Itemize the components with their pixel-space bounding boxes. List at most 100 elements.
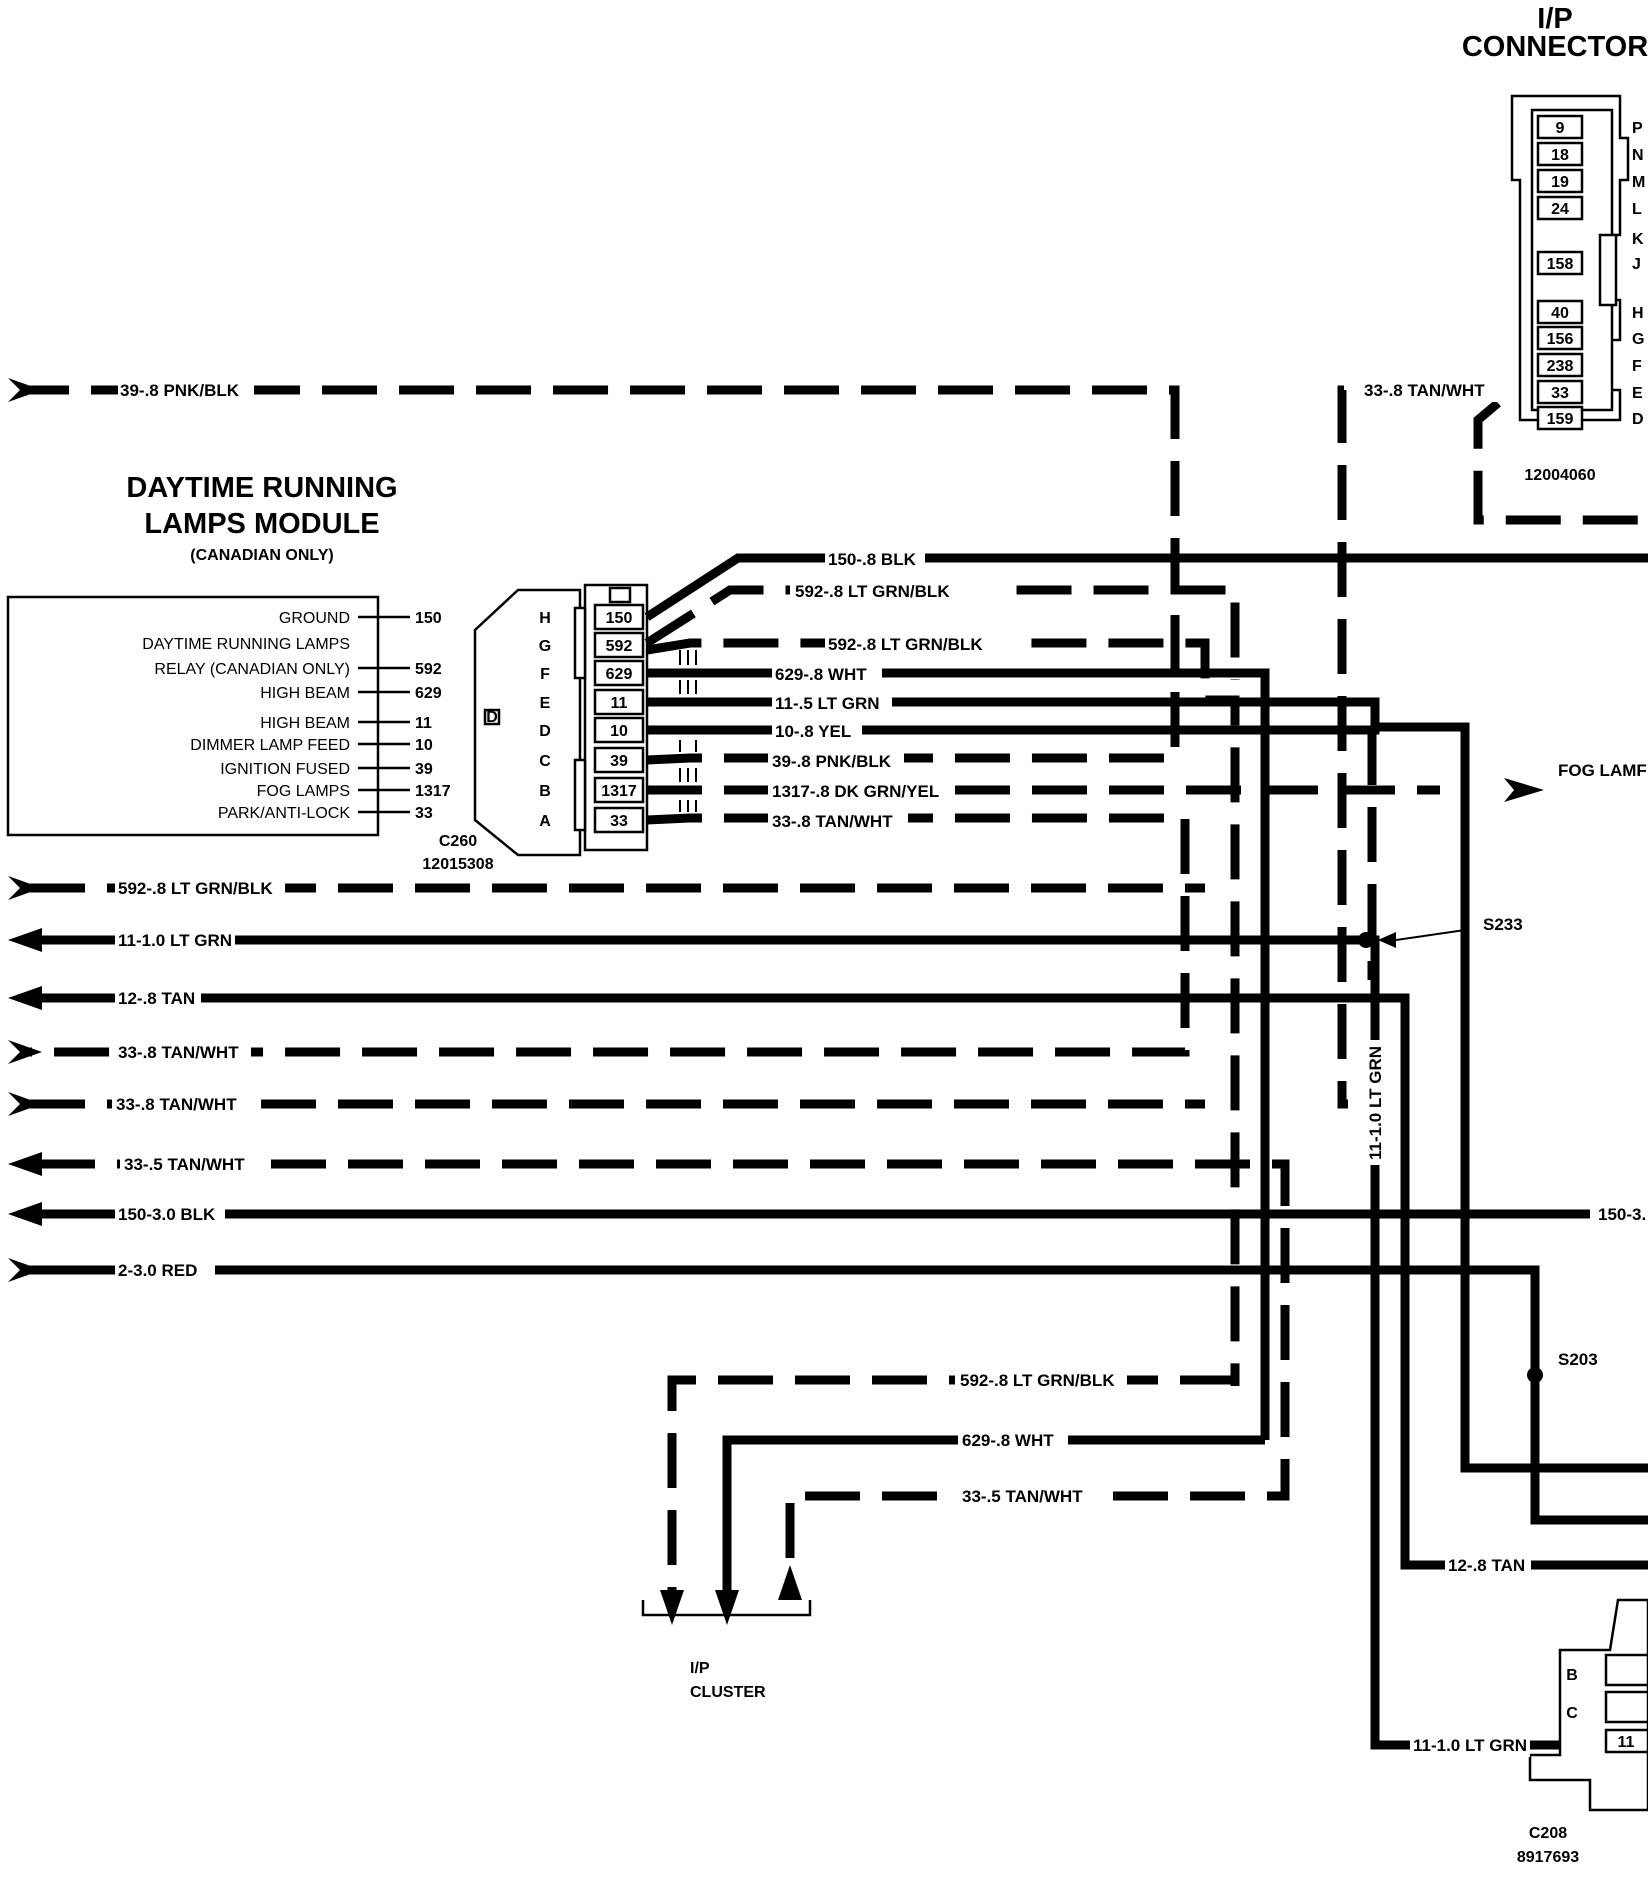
c260-pin-letter: C bbox=[539, 753, 551, 770]
c260-side-mark: D bbox=[486, 709, 498, 726]
label-cluster-629: 629-.8 WHT bbox=[962, 1431, 1054, 1450]
c208-pin-c: C bbox=[1566, 1705, 1578, 1722]
wire-left-2-red bbox=[30, 1265, 1648, 1525]
ip-connector-part-number: 12004060 bbox=[1524, 467, 1595, 484]
label-right-12-tan: 12-.8 TAN bbox=[1448, 1556, 1525, 1575]
ip-cavity-box bbox=[1536, 299, 1584, 325]
arrow-in-33b bbox=[8, 1092, 42, 1116]
label-left-33a: 33-.8 TAN/WHT bbox=[118, 1043, 239, 1062]
module-function-circuit: 10 bbox=[415, 737, 433, 754]
module-function-circuit: 629 bbox=[415, 685, 442, 702]
module-function-text: IGNITION FUSED bbox=[220, 761, 350, 778]
wire-cluster-629 bbox=[722, 1435, 1265, 1600]
label-cluster-33: 33-.5 TAN/WHT bbox=[962, 1487, 1083, 1506]
ip-pin-letter: L bbox=[1632, 201, 1642, 218]
label-left-2-red: 2-3.0 RED bbox=[118, 1261, 197, 1280]
ip-cavity-number: 238 bbox=[1547, 358, 1574, 375]
module-subtitle: (CANADIAN ONLY) bbox=[190, 547, 333, 564]
label-cluster-592: 592-.8 LT GRN/BLK bbox=[960, 1371, 1115, 1390]
label-39-pnk-blk: 39-.8 PNK/BLK bbox=[772, 752, 892, 771]
c260-cavity-number: 33 bbox=[610, 813, 628, 830]
fog-lamp-label: FOG LAMF bbox=[1558, 761, 1647, 780]
label-left-11: 11-1.0 LT GRN bbox=[118, 931, 232, 950]
ip-cavity-number: 9 bbox=[1556, 120, 1565, 137]
module-function-circuit: 150 bbox=[415, 610, 442, 627]
module-function-circuit: 33 bbox=[415, 805, 433, 822]
label-left-33b: 33-.8 TAN/WHT bbox=[116, 1095, 237, 1114]
c260-cavity-box bbox=[593, 631, 645, 659]
s233-leader bbox=[1395, 929, 1466, 941]
module-function-circuit: 39 bbox=[415, 761, 433, 778]
c260-cavity-box bbox=[593, 603, 645, 631]
c208-pin-b: B bbox=[1566, 1667, 1578, 1684]
label-left-33c: 33-.5 TAN/WHT bbox=[124, 1155, 245, 1174]
label-629-wht: 629-.8 WHT bbox=[775, 665, 867, 684]
ip-pin-letter: F bbox=[1632, 358, 1642, 375]
arrow-out-11 bbox=[8, 928, 42, 952]
arrow-out-33c bbox=[8, 1152, 42, 1176]
c208-body bbox=[1528, 1598, 1648, 1812]
ip-pin-letter: H bbox=[1632, 305, 1644, 322]
arrow-out-150 bbox=[8, 1202, 42, 1226]
c260-id: C260 bbox=[439, 833, 477, 850]
module-function-text: FOG LAMPS bbox=[257, 783, 350, 800]
arrow-in-33a bbox=[8, 1040, 42, 1064]
module-function-text: GROUND bbox=[279, 610, 350, 627]
wire-left-11 bbox=[40, 935, 1380, 968]
label-right-150: 150-3. bbox=[1598, 1205, 1646, 1224]
c260-pin-letter: D bbox=[539, 723, 551, 740]
arrow-in-2 bbox=[8, 1258, 42, 1282]
ip-cavity-number: 40 bbox=[1551, 305, 1569, 322]
ip-pin-letter: P bbox=[1632, 120, 1643, 137]
ip-cavity-box bbox=[1536, 250, 1584, 276]
label-592-lower: 592-.8 LT GRN/BLK bbox=[828, 635, 983, 654]
ip-pin-letter: M bbox=[1632, 174, 1645, 191]
arrow-cluster-592 bbox=[660, 1590, 684, 1625]
ip-cavity-box bbox=[1536, 141, 1584, 167]
c260-pin-letter: F bbox=[540, 666, 550, 683]
module-function-text: HIGH BEAM bbox=[260, 715, 350, 732]
label-top-right-33: 33-.8 TAN/WHT bbox=[1364, 381, 1485, 400]
module-function-text: RELAY (CANADIAN ONLY) bbox=[154, 661, 350, 678]
ip-pin-letter: J bbox=[1632, 256, 1641, 273]
wire-left-33c bbox=[40, 1159, 1290, 1560]
c260-cavity-box bbox=[593, 659, 645, 687]
c260-pin-letter: G bbox=[539, 638, 551, 655]
label-1317: 1317-.8 DK GRN/YEL bbox=[772, 782, 939, 801]
c260-cavity-box bbox=[593, 776, 645, 804]
label-11-lt-grn: 11-.5 LT GRN bbox=[775, 694, 880, 713]
arrowheads bbox=[8, 378, 1544, 1625]
c260-pin-letter: E bbox=[540, 695, 551, 712]
ip-pin-letter: G bbox=[1632, 331, 1644, 348]
wire-ip-33-tail bbox=[1473, 399, 1648, 525]
c260-pin-letter: A bbox=[539, 813, 551, 830]
c208-cavity-11: 11 bbox=[1618, 1734, 1635, 1751]
ip-cavity-box bbox=[1536, 352, 1584, 378]
ip-cavity-number: 19 bbox=[1551, 174, 1569, 191]
arrow-cluster-629 bbox=[715, 1590, 739, 1625]
module-function-circuit: 1317 bbox=[415, 783, 451, 800]
splice-s233 bbox=[1358, 932, 1374, 948]
arrow-s233-pointer bbox=[1378, 932, 1396, 948]
label-left-150-blk: 150-3.0 BLK bbox=[118, 1205, 216, 1224]
s203-label: S203 bbox=[1558, 1350, 1598, 1369]
arrow-out-12 bbox=[8, 986, 42, 1010]
c260-cavity-number: 592 bbox=[606, 638, 633, 655]
wire-labels: 39-.8 PNK/BLK 33-.8 TAN/WHT 150-.8 BLK 5… bbox=[112, 378, 1648, 1757]
ip-pin-letter: K bbox=[1632, 231, 1644, 248]
label-vertical-11: 11-1.0 LT GRN bbox=[1366, 1046, 1385, 1160]
label-150-blk: 150-.8 BLK bbox=[828, 550, 917, 569]
ip-cavity-number: 156 bbox=[1547, 331, 1574, 348]
module-function-circuit: 592 bbox=[415, 661, 442, 678]
c260-cavity-number: 10 bbox=[610, 723, 628, 740]
ip-cavity-box bbox=[1536, 168, 1584, 194]
ip-pin-letter: N bbox=[1632, 147, 1644, 164]
ip-pin-letter: D bbox=[1632, 411, 1644, 428]
c260-cavity-box bbox=[593, 688, 645, 716]
module-function-text: DAYTIME RUNNING LAMPS bbox=[142, 636, 350, 653]
